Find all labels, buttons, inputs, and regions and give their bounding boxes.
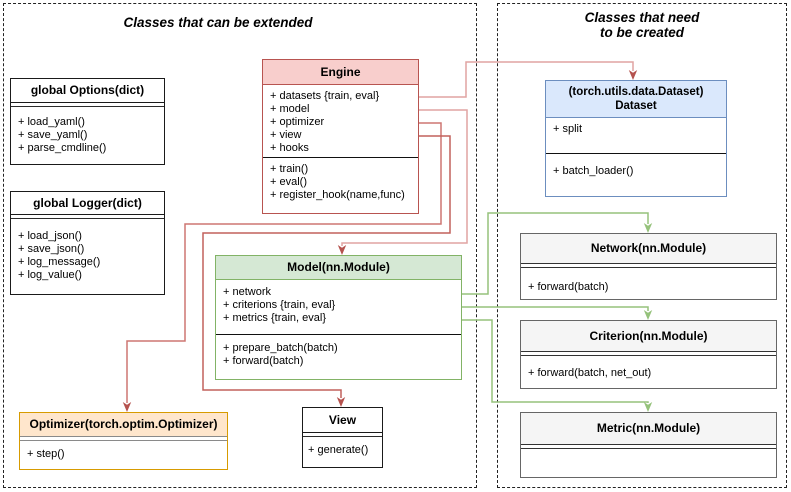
title-separator — [11, 215, 164, 219]
title-separator — [20, 437, 227, 441]
panel-title-extendable: Classes that can be extended — [123, 15, 313, 30]
member-row: + batch_loader() — [553, 165, 634, 177]
attributes-section: + network + criterions {train, eval} + m… — [216, 280, 461, 335]
methods-section: + batch_loader() — [546, 154, 726, 178]
panel-title-to-create: Classes that need to be created — [497, 10, 787, 40]
attributes-section: + split — [546, 118, 726, 154]
methods-section: + forward(batch) — [521, 268, 776, 294]
class-title-line1: (torch.utils.data.Dataset) — [568, 86, 704, 98]
class-title: Metric(nn.Module) — [521, 413, 776, 445]
member-row: + load_json() — [18, 230, 82, 242]
panel-title-to-create-line1: Classes that need — [584, 10, 700, 25]
class-title: Criterion(nn.Module) — [521, 321, 776, 352]
class-box-criterion: Criterion(nn.Module) + forward(batch, ne… — [520, 320, 777, 389]
methods-section: + load_json() + save_json() + log_messag… — [11, 219, 164, 282]
methods-section: + load_yaml() + save_yaml() + parse_cmdl… — [11, 107, 164, 155]
class-box-model: Model(nn.Module) + network + criterions … — [215, 255, 462, 380]
member-row: + forward(batch) — [223, 355, 304, 367]
title-separator — [303, 433, 382, 437]
member-row: + optimizer — [270, 116, 325, 128]
member-row: + load_yaml() — [18, 116, 85, 128]
class-title: (torch.utils.data.Dataset) Dataset — [546, 81, 726, 118]
class-title-line2: Dataset — [615, 100, 657, 112]
class-box-network: Network(nn.Module) + forward(batch) — [520, 233, 777, 300]
class-box-optimizer: Optimizer(torch.optim.Optimizer) + step(… — [19, 412, 228, 470]
class-box-options: global Options(dict) + load_yaml() + sav… — [10, 78, 165, 165]
member-row: + log_value() — [18, 269, 82, 281]
member-row: + prepare_batch(batch) — [223, 342, 338, 354]
class-box-engine: Engine + datasets {train, eval} + model … — [262, 59, 419, 214]
methods-section: + forward(batch, net_out) — [521, 356, 776, 380]
member-row: + eval() — [270, 176, 307, 188]
panel-title-to-create-line2: to be created — [599, 25, 685, 40]
member-row: + save_yaml() — [18, 129, 88, 141]
member-row: + forward(batch) — [528, 281, 609, 293]
member-row: + hooks — [270, 142, 309, 154]
methods-section: + train() + eval() + register_hook(name,… — [263, 158, 418, 202]
member-row: + register_hook(name,func) — [270, 189, 405, 201]
methods-section: + generate() — [303, 437, 382, 457]
class-title: Model(nn.Module) — [216, 256, 461, 280]
member-row: + datasets {train, eval} — [270, 90, 380, 102]
methods-section: + prepare_batch(batch) + forward(batch) — [216, 335, 461, 368]
member-row: + train() — [270, 163, 309, 175]
attributes-section: + datasets {train, eval} + model + optim… — [263, 85, 418, 158]
member-row: + generate() — [308, 444, 369, 456]
class-box-logger: global Logger(dict) + load_json() + save… — [10, 191, 165, 295]
class-title: View — [303, 408, 382, 433]
member-row: + save_json() — [18, 243, 85, 255]
class-title: Network(nn.Module) — [521, 234, 776, 264]
member-row: + criterions {train, eval} — [223, 299, 336, 311]
class-box-view: View + generate() — [302, 407, 383, 468]
member-row: + view — [270, 129, 302, 141]
class-title: Engine — [263, 60, 418, 85]
methods-section: + step() — [20, 441, 227, 461]
class-title: global Logger(dict) — [11, 192, 164, 215]
member-row: + metrics {train, eval} — [223, 312, 327, 324]
class-title: global Options(dict) — [11, 79, 164, 103]
member-row: + model — [270, 103, 310, 115]
member-row: + split — [553, 123, 583, 135]
member-row: + parse_cmdline() — [18, 142, 107, 154]
class-box-metric: Metric(nn.Module) — [520, 412, 777, 478]
member-row: + step() — [27, 448, 65, 460]
title-separator — [521, 445, 776, 449]
title-separator — [11, 103, 164, 107]
class-title: Optimizer(torch.optim.Optimizer) — [20, 413, 227, 437]
member-row: + log_message() — [18, 256, 101, 268]
member-row: + forward(batch, net_out) — [528, 367, 652, 379]
member-row: + network — [223, 286, 271, 298]
class-box-dataset: (torch.utils.data.Dataset) Dataset + spl… — [545, 80, 727, 197]
